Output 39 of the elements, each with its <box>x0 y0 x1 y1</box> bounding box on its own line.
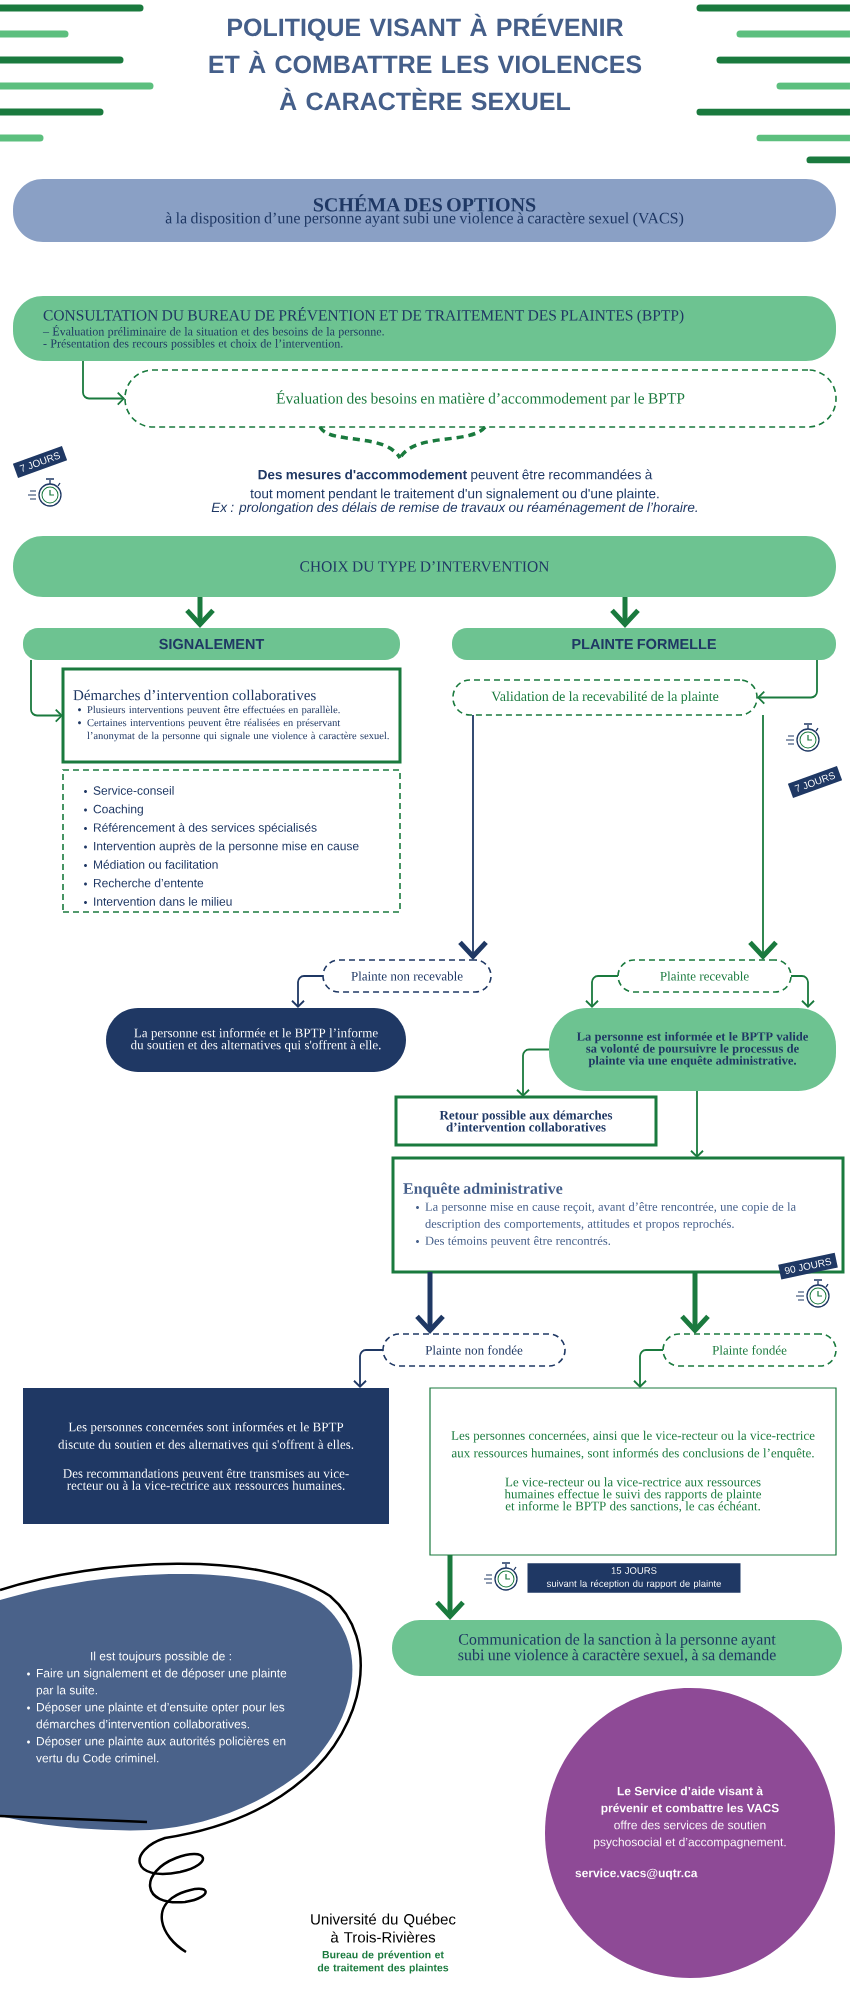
process-box: Démarches d’intervention collaboratives Plusieurs interventions peuvent être effectuées en parallèle. Certaines interventions peuvent être réalisées en préservant l’anonymat de la personne qui signale une violence à caractère sexuel. <box>61 667 402 764</box>
process-box: CONSULTATION DU BUREAU DE PRÉVENTION ET DE TRAITEMENT DES PLAINTES (BPTP) – Évaluation préliminaire de la situation et des besoins de la personne. - Présentation des recours possibles et choix de l’intervention. <box>13 296 836 361</box>
process-box: Évaluation des besoins en matière d’accommodement par le BPTP <box>124 369 837 428</box>
arrow <box>435 1555 465 1620</box>
outcome-box: Les personnes concernées, ainsi que le vice-recteur ou la vice-rectrice aux ressources humaines, sont informés des conclusions de l’enquête. Le vice-recteur ou la vice-rectrice aux ressources humaines effectue le suivi des rapports de plainte et informe le BPTP des sanctions, le cas échéant. <box>429 1387 837 1556</box>
arrow <box>680 1272 710 1334</box>
arrow <box>30 659 63 723</box>
band: SCHÉMA DES OPTIONS à la disposition d’une personne ayant subi une violence à caractère sexuel (VACS) <box>13 179 836 242</box>
decision-box: Plainte non fondée <box>382 1333 566 1367</box>
duration-badge: 15 JOURS suivant la réception du rapport de plainte <box>527 1563 741 1593</box>
decision-box: Plainte non recevable <box>322 959 492 993</box>
outcome-box: Les personnes concernées sont informées et le BPTP discute du soutien et des alternatives qui s'offrent à elles. Des recommandations peuvent être transmises au vice-recteur ou à la vice-rectrice aux ressources humaines. <box>23 1388 389 1524</box>
process-box: Retour possible aux démarches d’intervention collaboratives <box>394 1095 658 1147</box>
duration-badge: 7 JOURS <box>787 766 843 799</box>
arrow <box>757 659 818 705</box>
decision-box: Plainte fondée <box>662 1333 837 1367</box>
arrow <box>790 975 815 1008</box>
brace <box>318 425 487 460</box>
arrow <box>690 1090 704 1158</box>
decision-box: Validation de la recevabilité de la plainte <box>452 679 758 716</box>
arrow <box>458 714 488 960</box>
outcome-box: La personne est informée et le BPTP l’informe du soutien et des alternatives qui s'offrent à elle. <box>106 1008 406 1072</box>
arrow <box>415 1272 445 1334</box>
duration-badge: 7 JOURS <box>12 446 68 479</box>
category-bar: SIGNALEMENT <box>23 628 400 660</box>
category-bar: PLAINTE FORMELLE <box>452 628 836 660</box>
arrow <box>585 975 619 1008</box>
title: POLITIQUE VISANT À PRÉVENIR ET À COMBATTRE LES VIOLENCES À CARACTÈRE SEXUEL <box>209 13 642 111</box>
arrow <box>633 1349 664 1388</box>
outcome-box: La personne est informée et le BPTP valide sa volonté de poursuivre le processus de plainte via une enquête administrative. <box>549 1008 836 1091</box>
process-box: Communication de la sanction à la personne ayant subi une violence à caractère sexuel, à sa demande <box>392 1620 842 1676</box>
arrow <box>748 714 778 960</box>
decision-box: Plainte recevable <box>617 959 792 993</box>
office-name: Bureau de prévention et de traitement des plaintes <box>317 1950 449 1974</box>
duration-badge: 90 JOURS <box>778 1252 838 1280</box>
list-box: Service-conseil Coaching Référencement à des services spécialisés Intervention auprès de la personne mise en cause Médiation ou facilitation Recherche d’entente Intervention dans le milieu <box>62 769 401 913</box>
arrow <box>82 360 125 406</box>
note-text: Des mesures d'accommodement peuvent être recommandées à tout moment pendant le traitement d'un signalement ou d'une plainte. Ex : prolongation des délais de remise de travaux ou réaménagement de l’horaire. <box>211 469 697 515</box>
process-box: CHOIX DU TYPE D’INTERVENTION <box>13 536 836 597</box>
